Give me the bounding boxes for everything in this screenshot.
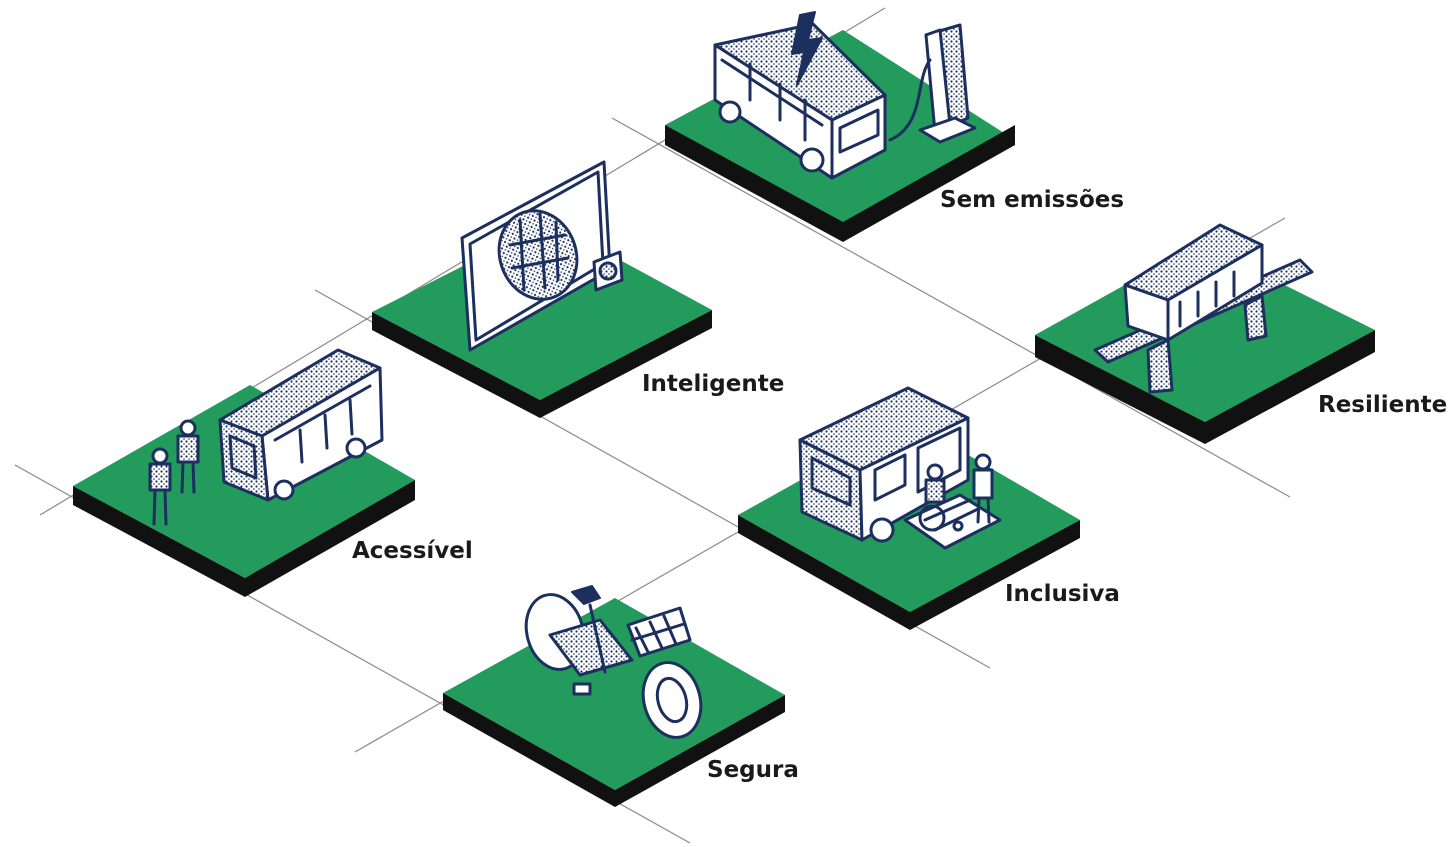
label-sem-emissoes: Sem emissões — [940, 187, 1124, 213]
qr-code-icon — [592, 250, 624, 292]
bicycle-icon — [524, 585, 703, 739]
label-inclusiva: Inclusiva — [1005, 581, 1120, 607]
assistant-person-icon — [972, 453, 994, 524]
label-inteligente: Inteligente — [642, 371, 784, 397]
tile-sem-emissoes — [665, 11, 1015, 242]
monorail-icon — [1093, 223, 1314, 394]
electric-bus-icon — [713, 11, 887, 180]
tile-resiliente — [1035, 223, 1375, 444]
pedestrian-icon — [176, 419, 200, 494]
ai-screen-icon — [460, 160, 624, 352]
pedestrian-icon — [148, 447, 172, 526]
bus-icon — [218, 348, 384, 502]
charging-station-icon — [888, 23, 977, 144]
tile-segura — [443, 585, 785, 807]
brain-icon — [497, 209, 579, 301]
label-resiliente: Resiliente — [1318, 392, 1447, 418]
wheelchair-user-icon — [918, 463, 964, 532]
tile-acessivel — [73, 348, 415, 597]
label-acessivel: Acessível — [352, 538, 473, 564]
accessible-van-icon — [798, 386, 970, 543]
tile-inteligente — [372, 160, 712, 418]
label-segura: Segura — [707, 757, 799, 783]
tile-inclusiva — [738, 386, 1080, 630]
